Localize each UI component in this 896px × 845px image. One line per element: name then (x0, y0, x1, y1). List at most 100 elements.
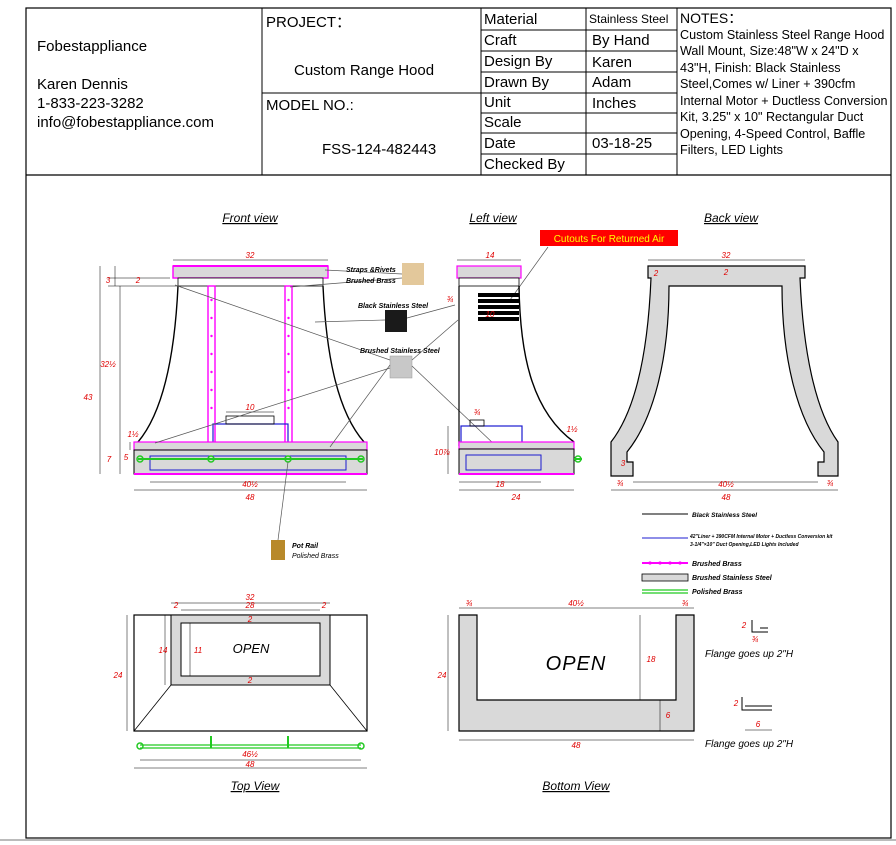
spec-key-design-by: Design By (484, 53, 553, 70)
dim-left-liner-height: 10⅞ (434, 448, 450, 457)
dim-back-inner-width: 40½ (718, 480, 734, 489)
dim-top-rail: 46½ (242, 750, 258, 759)
bottom-view: Bottom View OPEN ¾ ¾ 40½ 24 18 6 48 (437, 599, 695, 793)
label-straps-rivets: Straps &Rivets (346, 267, 396, 274)
cutouts-badge (540, 230, 678, 246)
dim-front-total-height: 43 (84, 393, 93, 402)
dim-bottom-inner: 40½ (568, 599, 584, 608)
label-pot-rail: Pot Rail (292, 543, 319, 550)
back-frame (610, 265, 839, 477)
label-brushed-ss: Brushed Stainless Steel (360, 348, 441, 355)
spec-key-unit: Unit (484, 94, 511, 111)
spec-value-craft: By Hand (592, 32, 650, 49)
dim-top-inner: 28 (245, 601, 255, 610)
legend-brushed-brass: Brushed Brass (692, 561, 742, 568)
dim-flange-2-height: 2 (733, 699, 739, 708)
project-label: PROJECT： (266, 14, 352, 31)
dim-front-top-width: 32 (246, 251, 255, 260)
dim-top-right-wall: 2 (321, 601, 327, 610)
front-left-curve (137, 285, 179, 443)
material-legend: Black Stainless Steel 42"Liner + 390CFM … (641, 512, 833, 596)
dim-top-total-width: 48 (246, 760, 255, 769)
dim-bottom-right-wall: ¾ (682, 599, 689, 608)
company-name: Fobestappliance (37, 38, 148, 55)
material-callouts: Straps &Rivets Brushed Brass Black Stain… (154, 230, 678, 560)
spec-key-scale: Scale (484, 114, 522, 131)
dim-flange-1-width: ¾ (752, 635, 759, 644)
legend-liner: 42"Liner + 390CFM Internal Motor + Ductl… (689, 534, 833, 540)
swatch-polished-brass (271, 540, 285, 560)
legend-polished-brass: Polished Brass (692, 589, 743, 596)
bottom-tray (458, 614, 695, 732)
dim-bottom-depth: 24 (437, 671, 447, 680)
top-view: Top View OPEN 32 28 2 2 2 2 14 11 (113, 593, 368, 793)
dim-left-cutout: 10 (486, 310, 495, 319)
dim-front-cap: 3 (106, 276, 111, 285)
dim-front-duct: 10 (246, 403, 255, 412)
dim-top-frame-depth: 14 (159, 646, 168, 655)
project-name: Custom Range Hood (294, 62, 435, 79)
spec-value-date: 03-18-25 (592, 135, 653, 152)
contact-email: info@fobestappliance.com (37, 114, 214, 131)
front-bottom-band (133, 441, 368, 451)
dim-bottom-width: 48 (572, 741, 581, 750)
back-view-title: Back view (704, 211, 759, 225)
dim-flange-2-width: 6 (756, 720, 761, 729)
dim-top-width: 32 (246, 593, 255, 602)
dim-back-width: 48 (722, 493, 731, 502)
dim-bottom-open-depth: 18 (647, 655, 656, 664)
top-view-title: Top View (231, 779, 281, 793)
dim-flange-1-height: 2 (741, 621, 747, 630)
swatch-brushed-brass (402, 263, 424, 285)
front-view-title: Front view (222, 211, 279, 225)
spec-value-material: Stainless Steel (589, 12, 669, 26)
dim-left-cutout-gap: ¾ (447, 295, 454, 304)
flange-note-1: Flange goes up 2"H (705, 649, 794, 660)
spec-key-material: Material (484, 11, 538, 28)
dim-left-duct: ¾ (474, 408, 481, 417)
spec-key-date: Date (484, 135, 516, 152)
dim-front-lip: 1½ (127, 430, 138, 439)
notes-title: NOTES： (680, 10, 743, 26)
notes-text: Custom Stainless Steel Range Hood Wall M… (680, 27, 888, 158)
spec-key-checked-by: Checked By (484, 156, 565, 173)
dim-front-rail-height: 5 (124, 453, 129, 462)
spec-key-drawn-by: Drawn By (484, 74, 550, 91)
label-pot-rail-material: Polished Brass (292, 553, 339, 560)
dim-back-right-edge: ¾ (827, 479, 834, 488)
legend-black-ss: Black Stainless Steel (692, 512, 757, 519)
title-block-grid (261, 8, 678, 175)
dim-top-back-wall: 2 (247, 676, 253, 685)
legend-duct: 3-1/4"×10" Duct Opening,LED Lights Inclu… (690, 542, 799, 548)
swatch-brushed-ss (389, 355, 413, 379)
label-black-ss: Black Stainless Steel (358, 303, 429, 310)
dim-front-liner-width: 40½ (242, 480, 258, 489)
model-number: FSS-124-482443 (322, 141, 437, 158)
contact-phone: 1-833-223-3282 (37, 95, 144, 112)
spec-value-design-by: Karen (592, 54, 633, 71)
model-label: MODEL NO.: (266, 97, 354, 114)
dim-top-left-wall: 2 (173, 601, 179, 610)
dim-front-body-height: 32½ (100, 360, 116, 369)
bottom-open-label: OPEN (546, 653, 607, 675)
dim-front-base-height: 7 (107, 455, 112, 464)
dim-top-open-depth: 11 (194, 646, 202, 655)
front-right-curve (322, 285, 365, 443)
sheet-border (25, 7, 892, 839)
dim-left-liner-depth: 18 (496, 480, 505, 489)
dim-back-flange: 3 (621, 459, 626, 468)
label-cutouts: Cutouts For Returned Air (554, 234, 665, 245)
legend-brushed-ss: Brushed Stainless Steel (692, 575, 773, 582)
left-view: Left view 14 ¾ 10 ¾ 1½ 10⅞ 18 (434, 211, 582, 502)
dim-bottom-back: 6 (666, 711, 671, 720)
front-view: Front view (84, 211, 368, 502)
dim-front-band: 2 (135, 276, 141, 285)
bottom-view-title: Bottom View (542, 779, 610, 793)
dim-left-lip: 1½ (566, 425, 577, 434)
dim-back-left-edge: ¾ (617, 479, 624, 488)
notes-block: NOTES： Custom Stainless Steel Range Hood… (680, 10, 888, 159)
dim-top-front-wall: 2 (247, 615, 253, 624)
dim-bottom-left-wall: ¾ (466, 599, 473, 608)
